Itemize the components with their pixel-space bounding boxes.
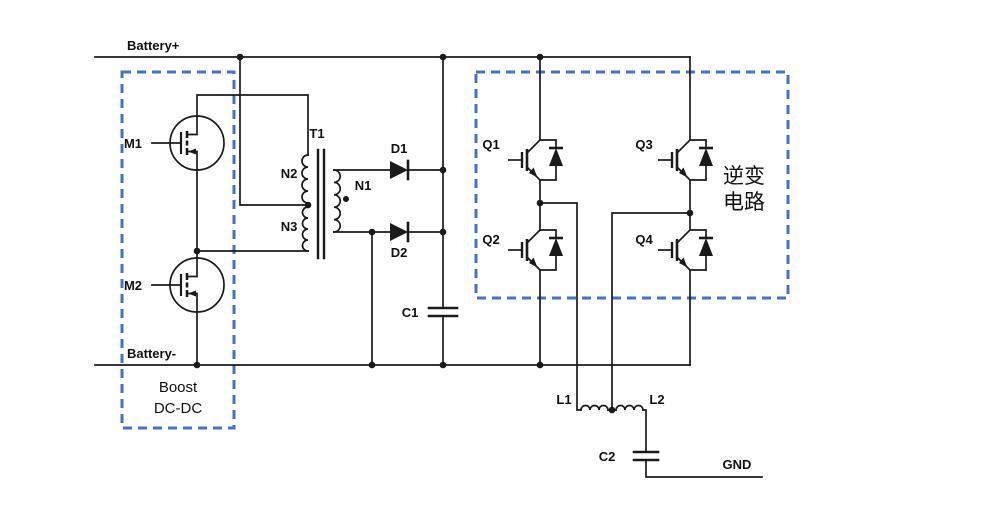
label-d1: D1 — [391, 141, 408, 156]
label-inverter-line1: 逆变 — [723, 164, 765, 188]
label-battery-minus: Battery- — [127, 346, 176, 361]
label-q2: Q2 — [482, 232, 499, 247]
boost-section-box — [120, 70, 236, 430]
junction-dots — [193, 53, 694, 414]
igbt-q3 — [656, 138, 715, 182]
wire-center-tap — [239, 56, 309, 206]
label-n1: N1 — [355, 178, 372, 193]
label-d2: D2 — [391, 245, 408, 260]
wire-m1-drain-to-n2 — [196, 94, 309, 156]
junction-dot — [368, 361, 376, 369]
coil-n3 — [301, 206, 309, 252]
junction-dot — [368, 228, 376, 236]
inductor-l2-coil — [615, 404, 644, 411]
junction-dot — [193, 247, 201, 255]
junction-dot — [439, 228, 447, 236]
label-c1: C1 — [402, 305, 419, 320]
label-c2: C2 — [599, 449, 616, 464]
coil-n1 — [333, 169, 342, 233]
inductor-l1-coil — [580, 404, 609, 411]
label-q1: Q1 — [482, 137, 499, 152]
mosfet-m1 — [168, 114, 226, 172]
label-l2: L2 — [649, 392, 664, 407]
label-n2: N2 — [281, 166, 298, 181]
label-boost-line1: Boost — [159, 379, 198, 396]
junction-dot-leg-b-mid — [686, 209, 694, 217]
label-m1: M1 — [124, 136, 142, 151]
junction-dot — [193, 361, 201, 369]
mosfet-m2 — [168, 256, 226, 314]
junction-dot — [439, 53, 447, 61]
labels-layer: Battery+ Battery- Boost DC-DC M1 M2 T1 N… — [124, 38, 765, 472]
wire-output-phase-a — [539, 202, 582, 411]
igbt-q4 — [656, 228, 715, 272]
label-gnd: GND — [723, 457, 752, 472]
wire-n3-to-m2-drain — [196, 250, 309, 259]
label-battery-plus: Battery+ — [127, 38, 180, 53]
junction-dot-center-tap — [304, 201, 312, 209]
junction-dot — [536, 361, 544, 369]
inverter-section-box — [474, 70, 790, 300]
junction-dot — [439, 166, 447, 174]
winding-polarity-dot-n1 — [343, 196, 349, 202]
junction-dot — [236, 53, 244, 61]
junction-dot — [536, 53, 544, 61]
junction-dot-filter — [608, 406, 616, 414]
label-n3: N3 — [281, 219, 298, 234]
coil-n2 — [301, 154, 309, 204]
diode-d1-triangle — [390, 161, 408, 179]
wire-c2-to-gnd — [645, 459, 763, 478]
igbt-q1 — [506, 138, 565, 182]
wire-output-phase-b — [611, 212, 691, 411]
wire-l2-to-c2 — [642, 409, 647, 453]
diode-fills — [390, 161, 408, 241]
label-q4: Q4 — [635, 232, 653, 247]
label-t1: T1 — [309, 126, 324, 141]
junction-dot — [439, 361, 447, 369]
label-m2: M2 — [124, 278, 142, 293]
diode-d2-triangle — [390, 223, 408, 241]
igbt-q2 — [506, 228, 565, 272]
label-q3: Q3 — [635, 137, 652, 152]
label-inverter-line2: 电路 — [723, 190, 765, 214]
label-l1: L1 — [556, 392, 571, 407]
wires-layer — [94, 56, 763, 478]
label-boost-line2: DC-DC — [154, 400, 202, 417]
junction-dot-leg-a-mid — [536, 199, 544, 207]
